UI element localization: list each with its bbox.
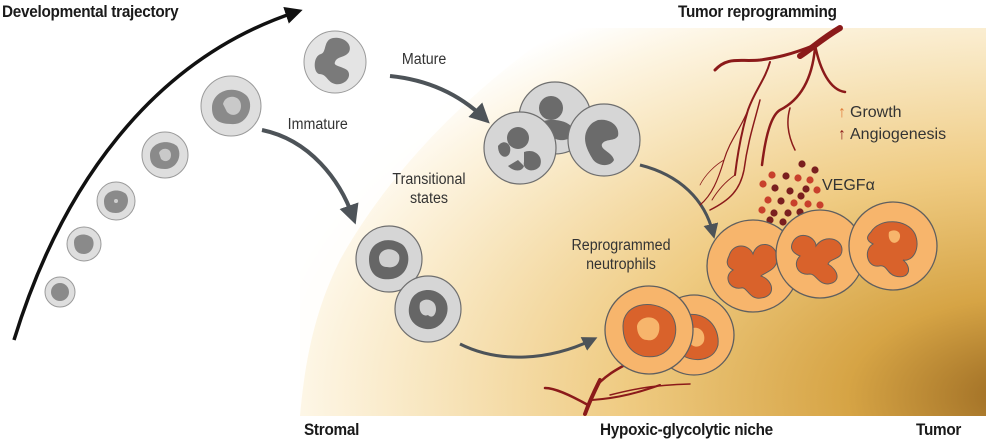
vegf-particle	[782, 172, 790, 180]
vegf-particle	[771, 184, 779, 192]
stromal-zone-label: Stromal	[304, 420, 360, 439]
vegf-particle	[770, 209, 778, 217]
mature-arrow	[389, 74, 490, 124]
transitional-cells	[355, 225, 462, 343]
vegf-particle	[786, 187, 794, 195]
mature-to-reprogrammed-arrow	[639, 163, 719, 239]
vegf-particle	[759, 180, 767, 188]
immature-arrow	[261, 128, 359, 225]
reprogrammed-neutrophil	[848, 201, 938, 291]
vegf-particle	[777, 197, 785, 205]
transitional-label-line2: states	[409, 190, 449, 207]
tumor-reprogramming-heading: Tumor reprogramming	[678, 2, 837, 21]
reprogrammed-label-line1: Reprogrammed	[571, 237, 671, 254]
developing-cell	[141, 131, 189, 179]
effects-list: ↑Growth ↑Angiogenesis	[838, 102, 946, 146]
vegf-particle	[802, 185, 810, 193]
developing-cells	[44, 30, 367, 308]
vegf-particle	[758, 206, 766, 214]
reprogrammed-neutrophil	[604, 285, 694, 375]
mature-neutrophil-cluster	[483, 81, 641, 185]
reprogrammed-neutrophils	[604, 201, 938, 376]
developing-cell	[66, 226, 102, 262]
transitional-cell	[355, 225, 423, 293]
vegf-particle	[779, 218, 787, 226]
effect-angiogenesis: ↑Angiogenesis	[838, 124, 946, 146]
developing-cell	[96, 181, 136, 221]
vegf-particle	[768, 171, 776, 179]
mature-neutrophil	[483, 111, 557, 185]
reprogrammed-neutrophils-label: Reprogrammed neutrophils	[567, 236, 676, 274]
blood-vessel-top	[699, 25, 847, 211]
tumor-zone-label: Tumor	[916, 420, 962, 439]
vegf-particle	[804, 200, 812, 208]
vegf-particle	[798, 160, 806, 168]
reprogrammed-label-line2: neutrophils	[586, 256, 656, 273]
vegf-particle	[806, 176, 814, 184]
vegf-particle	[784, 209, 792, 217]
vegf-particle	[766, 216, 774, 224]
vegf-particle	[794, 174, 802, 182]
up-arrow-icon: ↑	[838, 104, 846, 121]
developmental-trajectory-heading: Developmental trajectory	[2, 2, 179, 21]
effect-angiogenesis-label: Angiogenesis	[850, 126, 947, 143]
transitional-to-reprogrammed-arrow	[459, 337, 598, 359]
mature-cell-top	[303, 30, 367, 94]
transitional-states-label: Transitional states	[388, 170, 471, 208]
effect-growth-label: Growth	[850, 104, 902, 121]
immature-label: Immature	[287, 116, 348, 133]
transitional-label-line1: Transitional	[392, 171, 466, 188]
vegf-particle	[811, 166, 819, 174]
developmental-trajectory-arrow	[12, 6, 303, 341]
developing-cell	[44, 276, 76, 308]
effect-growth: ↑Growth	[838, 102, 946, 124]
vegf-particle	[816, 201, 824, 209]
vegf-particle	[790, 199, 798, 207]
mature-neutrophil	[567, 103, 641, 177]
vegf-particle	[764, 196, 772, 204]
hypoxic-niche-zone-label: Hypoxic-glycolytic niche	[600, 420, 773, 439]
transitional-cell	[394, 275, 462, 343]
up-arrow-icon: ↑	[838, 126, 846, 143]
vegf-particle	[797, 192, 805, 200]
reprogrammed-neutrophil	[775, 209, 865, 299]
vegf-label: VEGFα	[822, 177, 875, 194]
vegf-particle	[813, 186, 821, 194]
mature-label: Mature	[401, 51, 447, 68]
developing-cell	[200, 75, 262, 137]
blood-vessel-bottom	[543, 360, 691, 416]
